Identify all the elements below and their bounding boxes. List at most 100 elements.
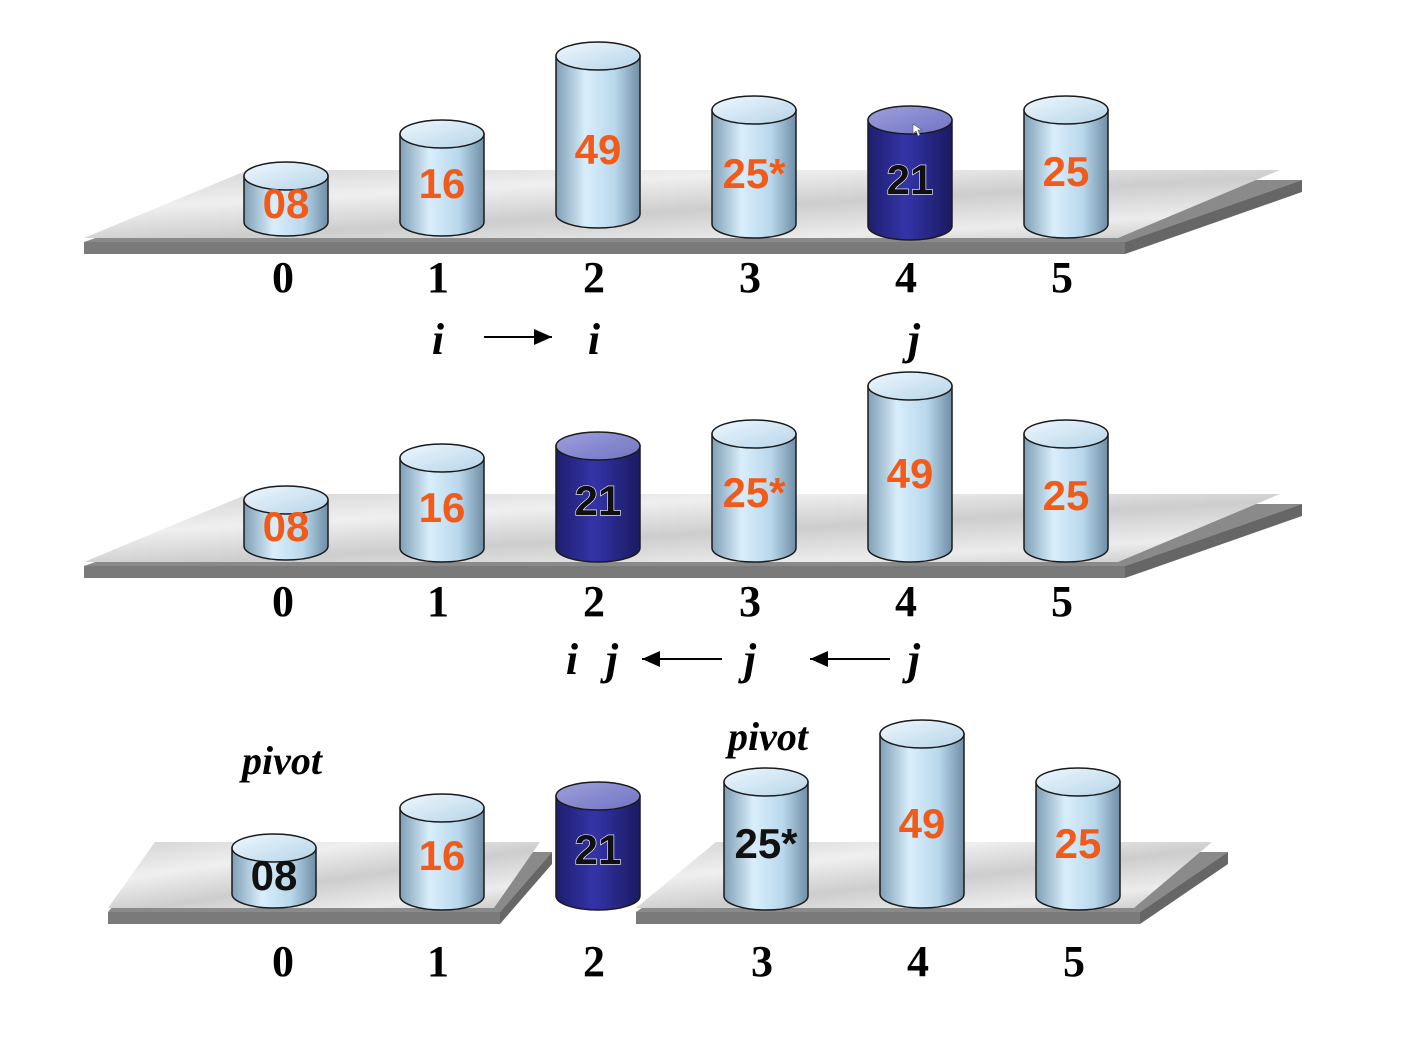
pointer-j-start: j: [902, 635, 921, 684]
cylinder-top: [711, 419, 797, 449]
cylinder-body: [555, 795, 641, 911]
cylinder-value: 25: [1043, 472, 1090, 519]
cylinder-value: 21: [575, 477, 622, 524]
cursor-icon: [912, 123, 923, 137]
cylinder-top: [867, 371, 953, 401]
cylinder-2: 21: [555, 781, 641, 911]
cylinder-body: [711, 433, 797, 563]
cylinder-body: [555, 55, 641, 229]
index-5: 5: [1051, 253, 1073, 302]
cylinder-top: [555, 431, 641, 461]
cylinder-top: [555, 781, 641, 811]
platform-left: [108, 842, 552, 924]
pointer-j: j: [902, 315, 921, 364]
cylinder-body: [867, 119, 953, 241]
index-2: 2: [583, 937, 605, 986]
cylinder-value: 25: [1043, 148, 1090, 195]
cylinder-body: [1035, 781, 1121, 911]
cylinder-body: [867, 385, 953, 563]
index-0: 0: [272, 937, 294, 986]
cylinder-body: [399, 457, 485, 563]
cylinder-top: [879, 719, 965, 749]
platform: [84, 170, 1302, 254]
cylinder-4: 49: [879, 719, 965, 909]
index-1: 1: [427, 937, 449, 986]
index-1: 1: [427, 577, 449, 626]
cylinder-body: [1023, 109, 1109, 239]
index-0: 0: [272, 253, 294, 302]
cylinder-body: [399, 807, 485, 911]
cylinder-top: [711, 95, 797, 125]
index-0: 0: [272, 577, 294, 626]
index-3: 3: [739, 253, 761, 302]
platform: [84, 494, 1302, 578]
cylinder-value: 25: [1055, 820, 1102, 867]
index-5: 5: [1063, 937, 1085, 986]
cylinder-0: 08: [243, 485, 329, 561]
cylinder-top: [243, 485, 329, 515]
pointer-j-mid: j: [738, 635, 757, 684]
cylinder-5: 25: [1023, 419, 1109, 563]
cylinder-top: [555, 41, 641, 71]
index-2: 2: [583, 577, 605, 626]
index-4: 4: [895, 253, 917, 302]
index-5: 5: [1051, 577, 1073, 626]
row-2: 08 16 21 25* 49 25 0 1 2 3 4 5 i j j j: [84, 371, 1302, 684]
index-2: 2: [583, 253, 605, 302]
cylinder-1: 16: [399, 119, 485, 237]
cylinder-1: 16: [399, 443, 485, 563]
cylinder-value: 49: [899, 800, 946, 847]
cylinder-top: [1035, 767, 1121, 797]
cylinder-value: 08: [263, 180, 310, 227]
index-3: 3: [751, 937, 773, 986]
row-3: 08 16 21 25* 49 25 pivot pivot 0 1 2 3 4…: [108, 714, 1228, 986]
pointer-i-start: i: [432, 315, 445, 364]
cylinder-body: [399, 133, 485, 237]
cylinder-4: 21: [867, 105, 953, 241]
cylinder-top: [723, 767, 809, 797]
cylinder-top: [399, 119, 485, 149]
cylinder-body: [231, 847, 317, 909]
cylinder-value: 21: [575, 826, 622, 873]
cylinder-body: [243, 175, 329, 237]
cylinder-3: 25*: [711, 419, 797, 563]
cylinder-top: [243, 161, 329, 191]
cylinder-body: [1023, 433, 1109, 563]
index-4: 4: [907, 937, 929, 986]
cylinder-body: [879, 733, 965, 909]
cylinder-top: [1023, 95, 1109, 125]
cylinder-value: 16: [419, 484, 466, 531]
cylinder-top: [231, 833, 317, 863]
pointer-j-final: j: [600, 635, 619, 684]
cylinder-2: 21: [555, 431, 641, 563]
cylinder-value: 21: [887, 156, 934, 203]
index-1: 1: [427, 253, 449, 302]
cylinder-body: [555, 445, 641, 563]
cylinder-value: 25*: [722, 469, 786, 516]
cylinder-value: 25*: [734, 820, 798, 867]
cylinder-value: 16: [419, 832, 466, 879]
pointer-i: i: [566, 635, 579, 684]
cylinder-0: 08: [243, 161, 329, 237]
cylinder-3: 25*: [711, 95, 797, 239]
pivot-label-right: pivot: [725, 714, 810, 759]
cylinder-value: 49: [887, 450, 934, 497]
cylinder-value: 08: [263, 503, 310, 550]
cylinder-0: 08: [231, 833, 317, 909]
cylinder-top: [1023, 419, 1109, 449]
cylinder-2: 49: [555, 41, 641, 229]
cylinder-3: 25*: [723, 767, 809, 911]
cylinder-value: 16: [419, 160, 466, 207]
cylinder-body: [723, 781, 809, 911]
cylinder-body: [711, 109, 797, 239]
pivot-label-left: pivot: [239, 738, 324, 783]
index-3: 3: [739, 577, 761, 626]
cylinder-5: 25: [1035, 767, 1121, 911]
cylinder-5: 25: [1023, 95, 1109, 239]
cylinder-value: 08: [251, 852, 298, 899]
pointer-i-end: i: [588, 315, 601, 364]
cylinder-value: 25*: [722, 150, 786, 197]
cylinder-1: 16: [399, 793, 485, 911]
cylinder-body: [243, 499, 329, 561]
